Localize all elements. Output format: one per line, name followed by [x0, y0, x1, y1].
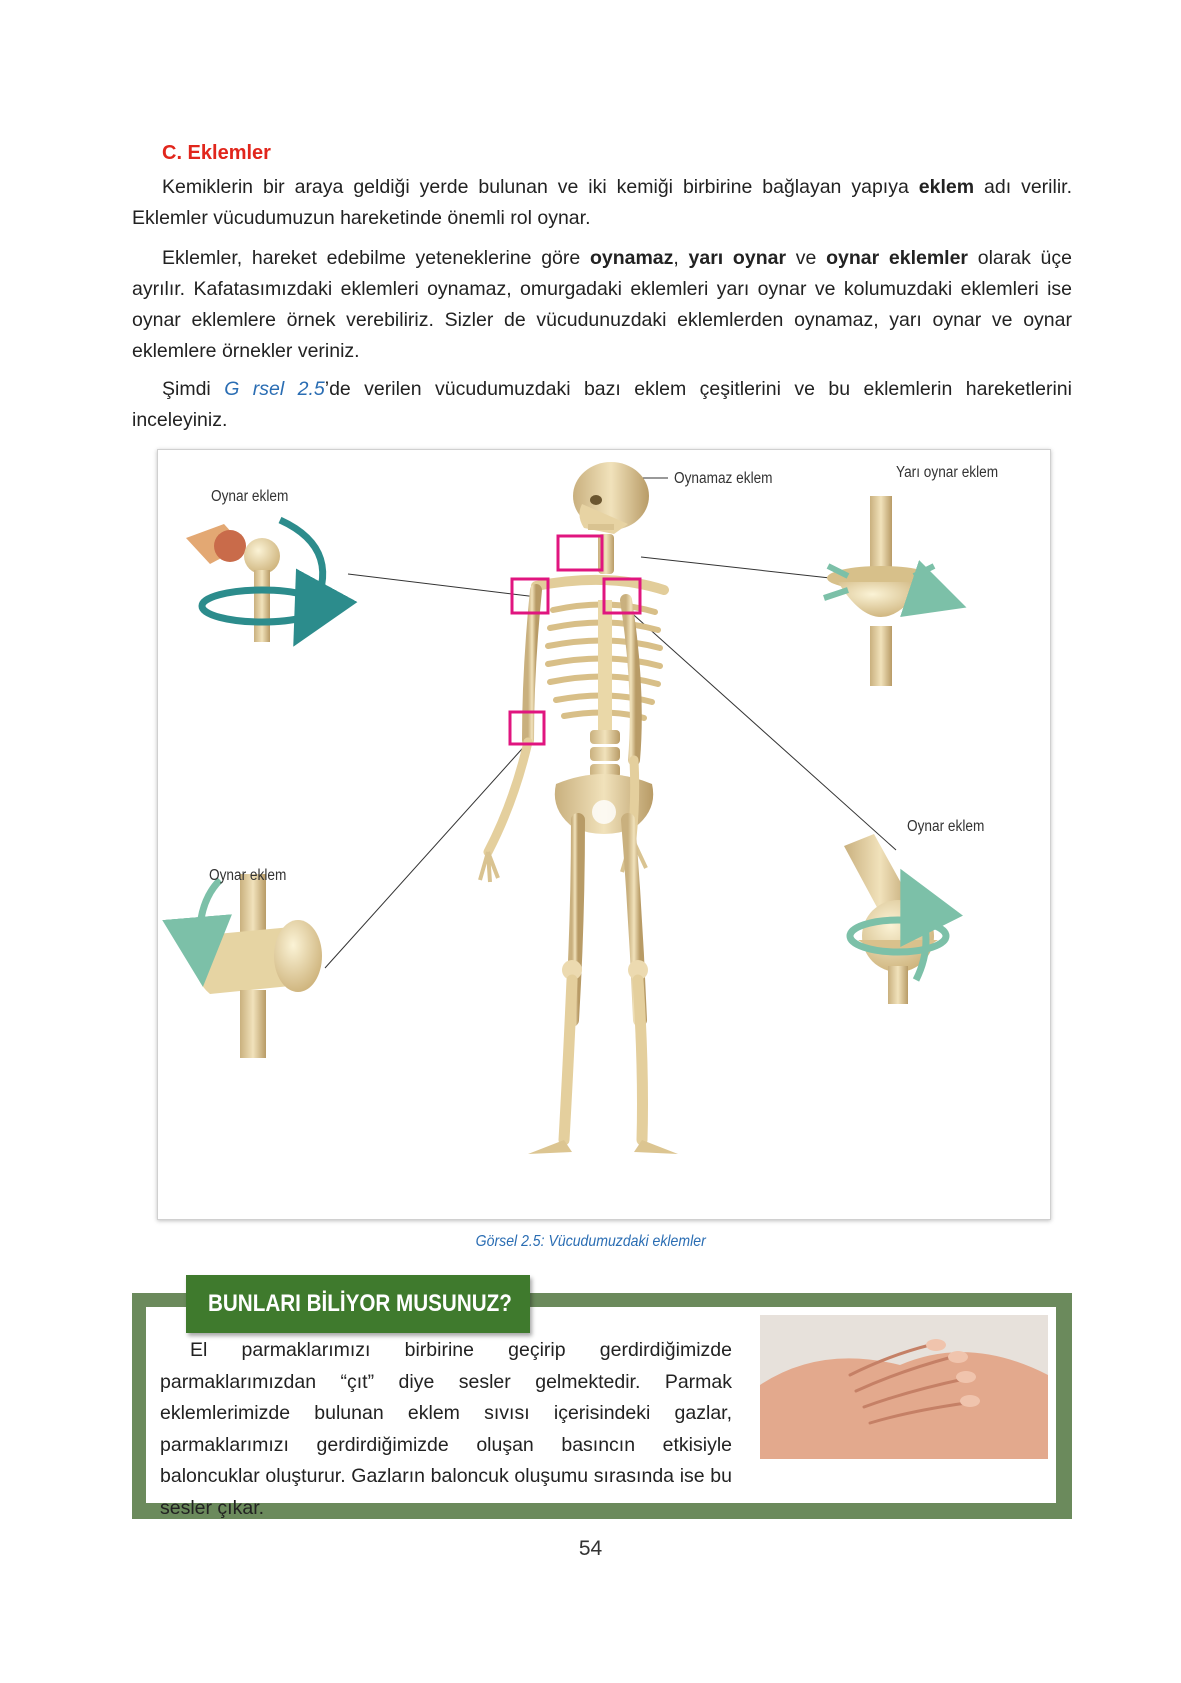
text-run: ve — [786, 247, 827, 269]
ball-socket-joint-bottom-right — [844, 834, 963, 1004]
label-semi-movable-joint: Yarı oynar eklem — [896, 464, 999, 481]
ball-socket-joint-top-left — [186, 516, 358, 647]
info-box-text: El parmaklarımızı birbirine geçirip gerd… — [160, 1339, 732, 1519]
section-title: C. Eklemler — [162, 142, 271, 164]
label-hinge-joint: Oynar eklem — [209, 867, 287, 884]
figure-caption-text: Görsel 2.5: Vücudumuzdaki eklemler — [475, 1233, 706, 1250]
paragraph-types: Eklemler, hareket edebilme yeteneklerine… — [132, 243, 1072, 367]
interlocked-hands-photo — [760, 1315, 1048, 1459]
bold-term-oynar-eklemler: oynar eklemler — [826, 247, 969, 269]
label-ball-joint-top-left: Oynar eklem — [211, 488, 289, 505]
page-number: 54 — [578, 1537, 603, 1560]
label-ball-joint-bottom-right: Oynar eklem — [907, 818, 985, 835]
joints-illustration — [162, 462, 1050, 1154]
text-run: ’de verilen vücudumuzdaki bazı eklem çeş… — [132, 378, 1072, 431]
figure-reference-link: G rsel 2.5 — [224, 378, 325, 400]
figure-caption: Görsel 2.5: Vücudumuzdaki eklemler — [0, 1233, 1181, 1251]
info-box-title-text: BUNLARI BİLİYOR MUSUNUZ? — [208, 1290, 512, 1317]
joint-highlight-boxes — [508, 534, 642, 746]
bold-term-yari-oynar: yarı oynar — [688, 247, 787, 269]
text-run: Eklemler, hareket edebilme yeteneklerine… — [162, 247, 590, 269]
text-run: Kemiklerin bir araya geldiği yerde bulun… — [162, 176, 919, 198]
text-run: olarak üçe ayrılır. Kafatasımızdaki ekle… — [132, 247, 1073, 362]
skeleton-illustration — [478, 462, 678, 1154]
paragraph-instruction: Şimdi G rsel 2.5’de verilen vücudumuzdak… — [132, 374, 1072, 436]
joints-figure: Oynar eklem Oynamaz eklem Yarı oynar ekl… — [157, 449, 1051, 1220]
semi-movable-joint-top-right — [823, 496, 938, 686]
label-immovable-joint: Oynamaz eklem — [674, 470, 773, 487]
text-run: adı verilir. Eklemler vücudumuzun hareke… — [132, 176, 1072, 229]
bold-term-oynamaz: oynamaz — [589, 247, 674, 269]
bold-term-eklem: eklem — [918, 176, 975, 198]
text-run: , — [673, 247, 689, 269]
text-run: Şimdi — [162, 378, 225, 400]
paragraph-definition: Kemiklerin bir araya geldiği yerde bulun… — [132, 172, 1072, 234]
info-box-title: BUNLARI BİLİYOR MUSUNUZ? — [186, 1275, 530, 1333]
hinge-joint-bottom-left — [162, 874, 322, 1058]
